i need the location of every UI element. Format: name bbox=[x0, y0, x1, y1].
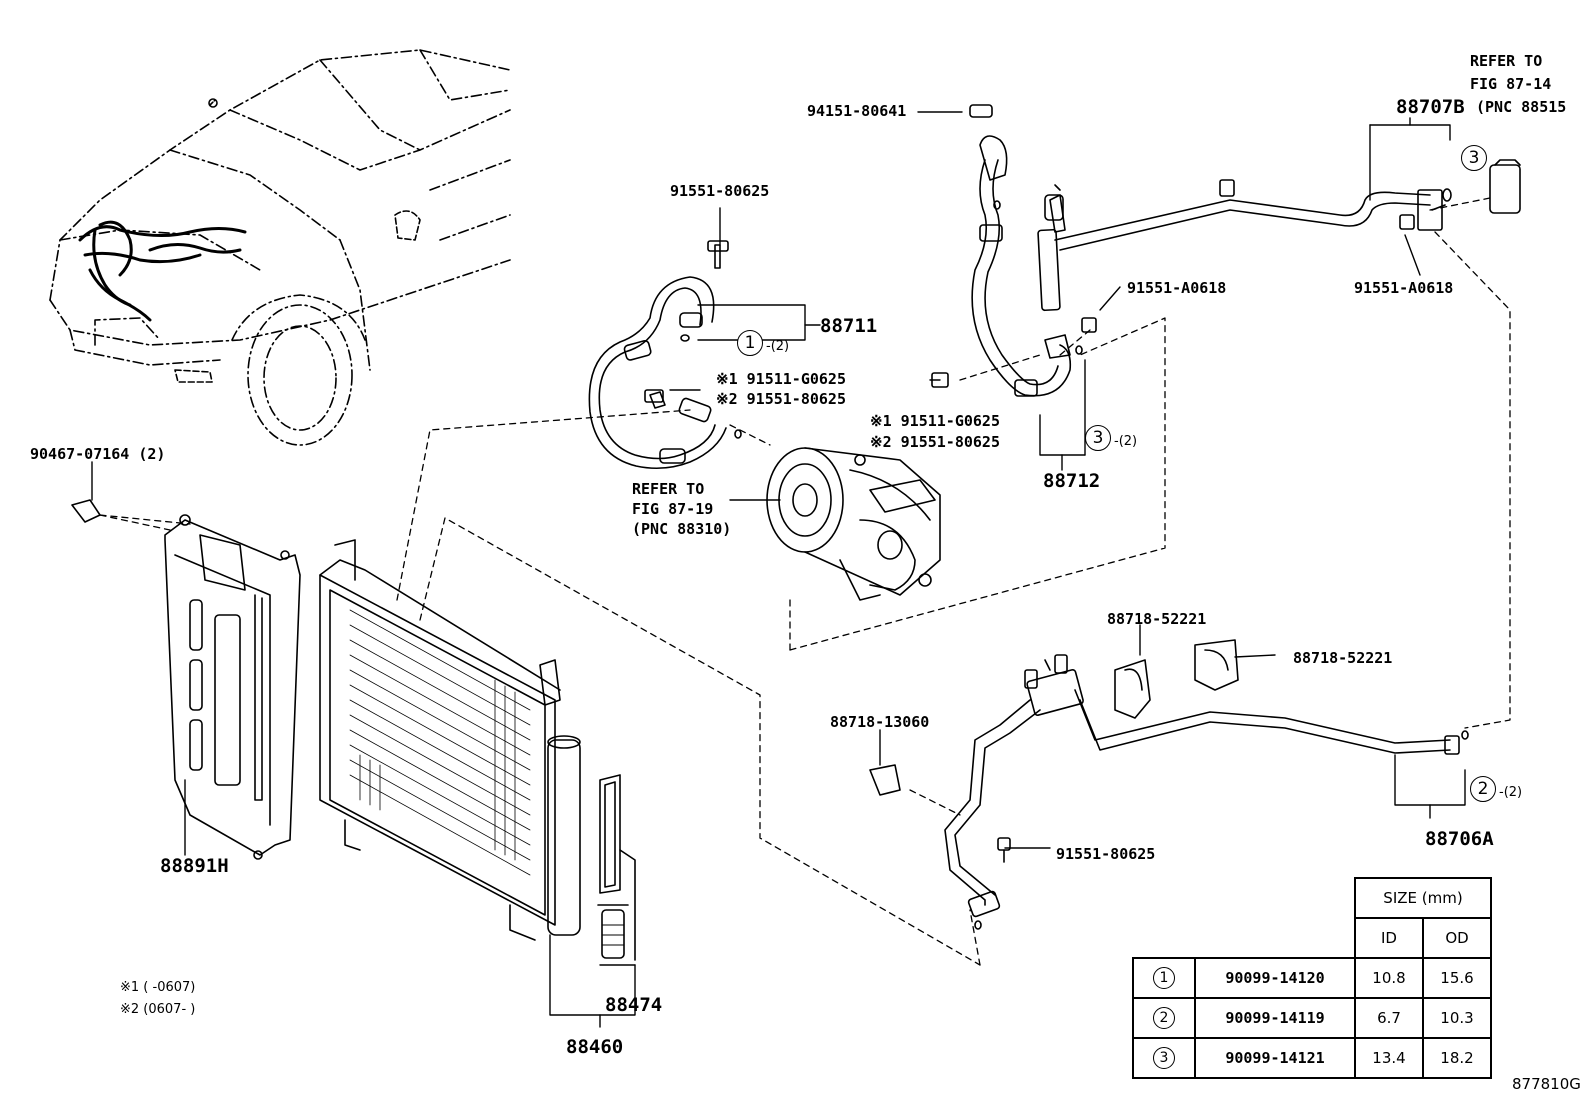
table-header-row: SIZE (mm) bbox=[1133, 877, 1492, 919]
row-id: 10.8 bbox=[1354, 957, 1424, 999]
vehicle-outline bbox=[49, 49, 511, 446]
ac-compressor bbox=[766, 447, 941, 601]
shroud-88891h bbox=[71, 499, 301, 860]
row-mark: 1 bbox=[1153, 967, 1175, 989]
label-refer-to-top: REFER TO bbox=[1470, 52, 1543, 70]
label-88718-52221-a: 88718-52221 bbox=[1107, 610, 1207, 628]
receiver-88474 bbox=[597, 774, 636, 961]
label-91551-80625-top: 91551-80625 bbox=[670, 182, 770, 200]
label-88891h: 88891H bbox=[160, 855, 229, 877]
tube-88706a bbox=[869, 639, 1469, 930]
label-88460: 88460 bbox=[566, 1036, 624, 1058]
row-id: 6.7 bbox=[1354, 997, 1424, 1039]
row-part-number: 90099-14121 bbox=[1194, 1037, 1356, 1079]
label-88712: 88712 bbox=[1043, 470, 1101, 492]
circled-mark-3-88707b: 3 bbox=[1461, 145, 1487, 171]
row-part-number: 90099-14119 bbox=[1194, 997, 1356, 1039]
condenser-88460 bbox=[319, 539, 581, 941]
note-91551-80625-b: ※2 91551-80625 bbox=[870, 433, 1000, 451]
size-header: SIZE (mm) bbox=[1354, 877, 1492, 919]
tube-88707b bbox=[644, 159, 1521, 403]
label-refer-to-mid: REFER TO bbox=[632, 480, 705, 498]
label-fig-87-14: FIG 87-14 bbox=[1470, 75, 1552, 93]
col-od-header: OD bbox=[1422, 917, 1492, 959]
table-row: 2 90099-14119 6.7 10.3 bbox=[1132, 997, 1492, 1039]
table-row: 1 90099-14120 10.8 15.6 bbox=[1132, 957, 1492, 999]
row-part-number: 90099-14120 bbox=[1194, 957, 1356, 999]
hose-88711 bbox=[588, 240, 742, 470]
row-od: 15.6 bbox=[1422, 957, 1492, 999]
label-88474: 88474 bbox=[605, 994, 663, 1016]
qty-88711: -(2) bbox=[766, 339, 790, 354]
label-pnc-88310: (PNC 88310) bbox=[632, 520, 732, 538]
label-94151-80641: 94151-80641 bbox=[807, 102, 907, 120]
note-91551-80625-a: ※2 91551-80625 bbox=[716, 390, 846, 408]
row-id: 13.4 bbox=[1354, 1037, 1424, 1079]
label-88706a: 88706A bbox=[1425, 828, 1494, 850]
row-mark: 3 bbox=[1153, 1047, 1175, 1069]
seal-size-table: SIZE (mm) ID OD 1 90099-14120 10.8 15.6 … bbox=[1132, 877, 1492, 1079]
engine-bay-piping bbox=[78, 220, 247, 322]
leader-lines bbox=[99, 197, 1511, 966]
row-od: 10.3 bbox=[1422, 997, 1492, 1039]
label-pnc-88515: (PNC 88515 bbox=[1476, 98, 1567, 116]
legend-note-2: ※2 (0607- ) bbox=[120, 1002, 196, 1017]
label-91551-a0618-right: 91551-A0618 bbox=[1354, 279, 1454, 297]
row-mark: 2 bbox=[1153, 1007, 1175, 1029]
qty-88706a: -(2) bbox=[1499, 785, 1523, 800]
label-90467-07164: 90467-07164 (2) bbox=[30, 445, 166, 463]
label-91551-a0618-mid: 91551-A0618 bbox=[1127, 279, 1227, 297]
label-88718-52221-b: 88718-52221 bbox=[1293, 649, 1393, 667]
diagram-id: 877810G bbox=[1512, 1075, 1581, 1093]
label-fig-87-19: FIG 87-19 bbox=[632, 500, 714, 518]
col-id-header: ID bbox=[1354, 917, 1424, 959]
hose-88712 bbox=[969, 104, 1083, 397]
circled-mark-2-88706a: 2 bbox=[1470, 776, 1496, 802]
note-91511-g0625-b: ※1 91511-G0625 bbox=[870, 412, 1000, 430]
note-91511-g0625-a: ※1 91511-G0625 bbox=[716, 370, 846, 388]
qty-88712: -(2) bbox=[1114, 434, 1138, 449]
circled-mark-1-88711: 1 bbox=[737, 330, 763, 356]
row-od: 18.2 bbox=[1422, 1037, 1492, 1079]
table-subheader-row: ID OD bbox=[1133, 917, 1492, 959]
circled-mark-3-88712: 3 bbox=[1085, 425, 1111, 451]
label-leaders bbox=[91, 111, 1466, 1028]
label-88707b: 88707B bbox=[1396, 96, 1465, 118]
table-row: 3 90099-14121 13.4 18.2 bbox=[1132, 1037, 1492, 1079]
legend-note-1: ※1 ( -0607) bbox=[120, 980, 196, 995]
label-88711: 88711 bbox=[820, 315, 878, 337]
label-88718-13060: 88718-13060 bbox=[830, 713, 930, 731]
label-91551-80625-low: 91551-80625 bbox=[1056, 845, 1156, 863]
